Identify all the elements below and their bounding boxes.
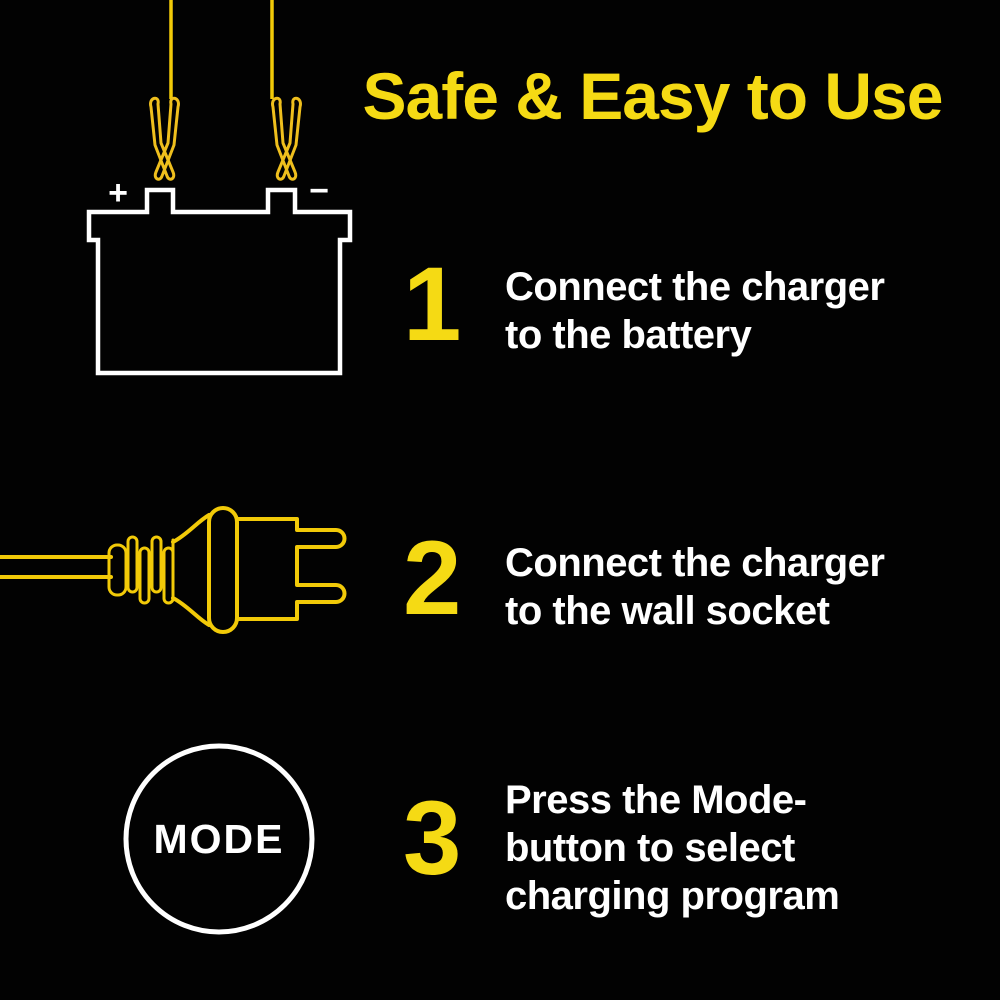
step-2-line-1: Connect the charger [505,541,885,585]
step-2-number: 2 [403,520,462,637]
page-title: Safe & Easy to Use [362,59,944,133]
power-plug-illustration [0,506,347,634]
plug-body-and-prongs [235,517,347,621]
negative-clamp-icon [271,96,302,181]
step-3-line-2: button to select [505,826,795,870]
mode-button-label: MODE [154,816,285,862]
plug-end-cap [207,506,239,634]
step-3-line-3: charging program [505,874,840,918]
battery-positive-label: + [108,174,128,212]
plug-cone-top [171,513,211,544]
plug-strain-relief-cap [107,543,128,597]
positive-clamp-icon [149,96,180,181]
step-row-1: 1 Connect the charger to the battery [403,252,963,382]
step-row-2: 2 Connect the charger to the wall socket [403,526,963,656]
step-1-line-1: Connect the charger [505,265,885,309]
step-3-number: 3 [403,780,462,897]
battery-icon [86,187,353,376]
battery-negative-label: − [309,172,329,210]
plug-ridge [138,546,151,605]
step-1-number: 1 [403,246,462,363]
mode-button-circle [123,743,315,935]
step-1-text: Connect the charger to the battery [505,263,885,359]
mode-button-illustration: MODE [123,743,315,935]
plug-ridge [126,535,139,594]
step-row-3: 3 Press the Mode- button to select charg… [403,778,963,918]
battery-with-clamps-illustration: + − [86,0,353,376]
plug-cone-bottom [171,596,211,627]
step-2-text: Connect the charger to the wall socket [505,539,885,635]
step-2-line-2: to the wall socket [505,589,830,633]
plug-ridge [150,535,163,594]
step-1-line-2: to the battery [505,313,752,357]
power-plug-icon [0,506,347,634]
step-3-line-1: Press the Mode- [505,778,807,822]
step-3-text: Press the Mode- button to select chargin… [505,776,840,920]
